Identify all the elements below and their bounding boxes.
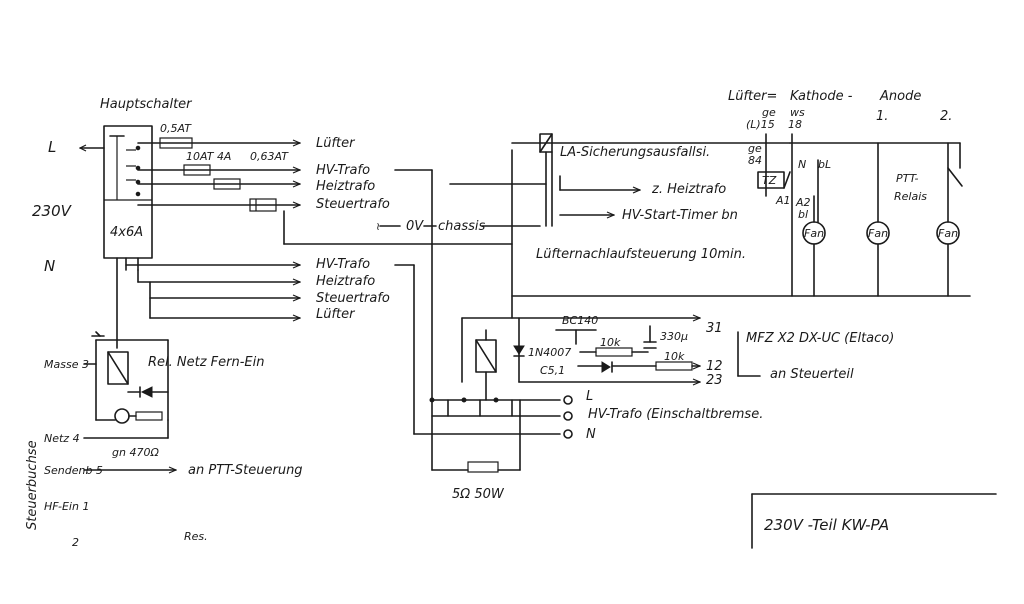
diode-c51 — [601, 361, 613, 373]
pin-23-label: 23 — [706, 373, 723, 388]
d-1n4007-label: 1N4007 — [528, 346, 571, 359]
kathode-label: Kathode - — [790, 89, 853, 104]
r-5ohm-label: 5Ω 50W — [452, 487, 505, 502]
resistor-5ohm — [467, 461, 499, 473]
chassis-label: chassis — [438, 219, 486, 234]
terminal-HV — [563, 411, 573, 421]
line-N-label: N — [44, 257, 55, 275]
hauptschalter-label: Hauptschalter — [100, 97, 193, 112]
top-luefter-label: Lüfter= — [728, 89, 777, 104]
anode-1-label: 1. — [876, 109, 888, 124]
a2-label: A2 — [795, 196, 811, 209]
bl-mark-label: bL — [818, 158, 831, 171]
diode-remote — [139, 386, 153, 398]
n-heiztrafo-label: Heiztrafo — [316, 274, 375, 289]
pin-l15-label: (L)15 — [746, 118, 775, 131]
pin-2-label: 2 — [72, 536, 79, 549]
fuse-1-label: 0,5AT — [160, 122, 192, 135]
hf-ein-label: HF-Ein 1 — [44, 500, 89, 513]
tilde-symbol: ≀ — [376, 220, 380, 233]
hv-start-timer-label: HV-Start-Timer bn — [622, 208, 738, 223]
tz-label: TZ — [762, 174, 777, 187]
fuse-2-label: 10AT 4A — [186, 150, 231, 163]
masse3-label: Masse 3 — [44, 358, 89, 371]
terminal-L — [563, 395, 573, 405]
steuerbuchse-label: Steuerbuchse — [25, 440, 40, 530]
anode-2-label: 2. — [940, 109, 952, 124]
z-heiztrafo-label: z. Heiztrafo — [651, 182, 726, 197]
bc140-label: BC140 — [562, 314, 598, 327]
hv-einschalt-label: HV-Trafo (Einschaltbremse. — [588, 407, 763, 422]
mfz-label: MFZ X2 DX-UC (Eltaco) — [746, 331, 894, 346]
r-10k-2-label: 10k — [664, 350, 685, 363]
main-switch-box — [103, 125, 153, 259]
an-ptt-label: an PTT-Steuerung — [188, 463, 303, 478]
c51-label: C5,1 — [540, 364, 565, 377]
netz4-label: Netz 4 — [44, 432, 80, 445]
rel-netz-label: Rel. Netz Fern-Ein — [148, 355, 265, 370]
ptt-relais-label-2: Relais — [894, 190, 927, 203]
pin-12-label: 12 — [706, 359, 723, 374]
ge-84-label-a: ge — [748, 142, 762, 155]
sendenb-label: Sendenb 5 — [44, 464, 103, 477]
l-luefter-label: Lüfter — [316, 136, 356, 151]
fan-1-label: Fan — [804, 227, 824, 240]
n-steuertrafo-label: Steuertrafo — [316, 291, 390, 306]
title-block-label: 230V -Teil KW-PA — [764, 516, 889, 534]
ge-top-label: ge — [762, 106, 776, 119]
resistor-10k-1 — [595, 347, 633, 357]
n-mark-label: N — [798, 158, 806, 171]
line-L-label: L — [48, 138, 56, 156]
netz-relay-coil — [107, 351, 129, 385]
pin-18-label: 18 — [788, 118, 802, 131]
l-hv-trafo-label: HV-Trafo — [316, 163, 370, 178]
a1-label: A1 — [775, 194, 791, 207]
an-steuerteil-label: an Steuerteil — [770, 367, 854, 382]
out-N-label: N — [586, 427, 596, 442]
ge-84-label-b: 84 — [748, 154, 762, 167]
c-330-label: 330µ — [660, 330, 688, 343]
led-icon — [114, 408, 130, 424]
switch-rating-label: 4x6A — [110, 225, 143, 240]
fan-3-label: Fan — [938, 227, 958, 240]
out-L-label: L — [586, 389, 593, 404]
voltage-label: 230V — [32, 202, 73, 220]
anode-label: Anode — [879, 89, 921, 104]
la-sicherung-label: LA-Sicherungsausfallsi. — [560, 145, 710, 160]
ov-label: 0V — [406, 219, 424, 234]
fan-2-label: Fan — [868, 227, 888, 240]
ptt-relais-label-1: PTT- — [896, 172, 919, 185]
resistor-470 — [135, 411, 163, 421]
l-heiztrafo-label: Heiztrafo — [316, 179, 375, 194]
transistor-bc140 — [555, 329, 597, 345]
l-steuertrafo-label: Steuertrafo — [316, 197, 390, 212]
capacitor-330u — [643, 341, 657, 349]
terminal-N — [563, 429, 573, 439]
pin-31-label: 31 — [706, 321, 723, 336]
ws-top-label: ws — [790, 106, 805, 119]
nachlauf-label: Lüfternachlaufsteuerung 10min. — [536, 247, 746, 262]
ground-symbol-icon — [91, 331, 105, 337]
timer-relay — [757, 171, 785, 189]
res-label: Res. — [184, 530, 208, 543]
fuse-3-label: 0,63AT — [250, 150, 289, 163]
n-hv-trafo-label: HV-Trafo — [316, 257, 370, 272]
bl-2-label: bl — [798, 208, 808, 221]
r-10k-1-label: 10k — [600, 336, 621, 349]
resistor-10k-2 — [655, 361, 693, 371]
r-470-label: gn 470Ω — [112, 446, 159, 459]
n-luefter-label: Lüfter — [316, 307, 356, 322]
